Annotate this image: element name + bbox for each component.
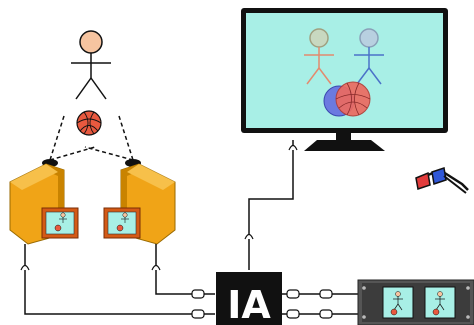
camera-view-lines: [49, 115, 134, 161]
camera-left-icon: [9, 159, 79, 245]
processor-label: IA: [227, 283, 271, 325]
recorder-screen-right: [424, 286, 456, 319]
image-processor-icon: IA: [216, 272, 282, 325]
anaglyph-glasses-icon: [415, 167, 469, 194]
anaglyph-figure-blue: [354, 28, 384, 85]
recorder-rack-icon: [357, 279, 474, 325]
anaglyph-ball: [323, 81, 371, 117]
recorder-screen-left: [382, 286, 414, 319]
basketball-icon: [76, 110, 102, 136]
monitor-icon: [241, 8, 448, 151]
person-figure-icon: [71, 30, 111, 100]
anaglyph-figure-red: [304, 28, 334, 85]
cable-connectors: [20, 144, 333, 319]
camera-right-icon: [103, 159, 176, 245]
